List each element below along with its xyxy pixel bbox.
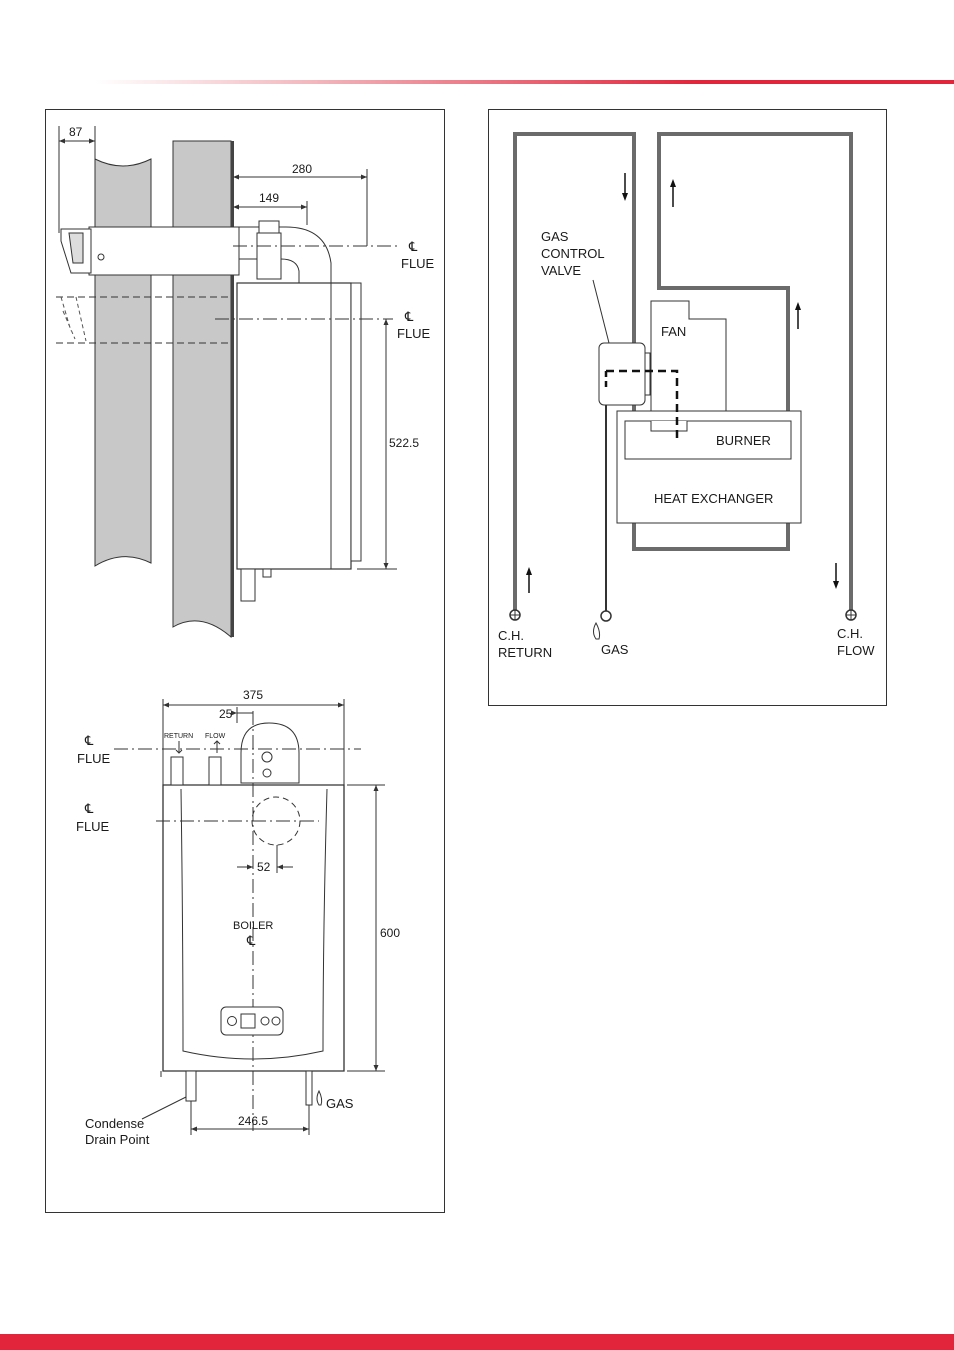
gas-flame-icon [594, 623, 600, 639]
wall-left [95, 159, 151, 566]
gcv-label-line2: CONTROL [541, 246, 605, 261]
arrow-down-icon [622, 173, 628, 201]
gas-flame-icon [317, 1091, 322, 1105]
fan-label: FAN [661, 324, 686, 339]
header-accent-rule [95, 80, 954, 84]
return-label: RETURN [164, 733, 193, 740]
dim-522-5: 522.5 [389, 436, 419, 450]
boiler-label: BOILER [233, 920, 273, 932]
flue-label-front-1: FLUE [77, 751, 111, 766]
gas-label-schematic: GAS [601, 642, 629, 657]
ch-flow-label-line2: FLOW [837, 643, 875, 658]
cl-symbol-boiler: ℄ [246, 933, 256, 948]
condense-label-line1: Condense [85, 1116, 144, 1131]
dim-52: 52 [257, 860, 271, 874]
dim-600: 600 [380, 926, 400, 940]
wall-right [173, 141, 231, 637]
footer-accent-band [0, 1334, 954, 1350]
dim-149: 149 [259, 191, 279, 205]
installation-drawing-panel: 87 280 149 522.5 ℄ FLUE ℄ FLUE [45, 109, 445, 1213]
flue-label-front-2: FLUE [76, 819, 110, 834]
gas-label-front: GAS [326, 1096, 354, 1111]
dim-25: 25 [219, 707, 233, 721]
flue-label-2: FLUE [397, 326, 431, 341]
flue-pipe [89, 227, 239, 275]
dim-375: 375 [243, 688, 263, 702]
cl-symbol-front-1: ℄ [84, 733, 94, 748]
dim-246-5: 246.5 [238, 1114, 268, 1128]
arrow-up-icon [670, 179, 676, 207]
heat-exchanger-label: HEAT EXCHANGER [654, 491, 773, 506]
cl-symbol-front-2: ℄ [84, 801, 94, 816]
flue-elbow [239, 227, 331, 283]
boiler-side [237, 283, 351, 569]
cl-symbol-1: ℄ [408, 239, 418, 254]
ch-flow-terminal [846, 610, 856, 620]
ch-return-label-line1: C.H. [498, 628, 524, 643]
flue-label-1: FLUE [401, 256, 435, 271]
cl-symbol-2: ℄ [404, 309, 414, 324]
ch-return-label-line2: RETURN [498, 645, 552, 660]
flow-label: FLOW [205, 733, 226, 740]
gcv-label-line1: GAS [541, 229, 569, 244]
burner-label: BURNER [716, 433, 771, 448]
installation-drawings: 87 280 149 522.5 ℄ FLUE ℄ FLUE [46, 110, 444, 1212]
arrow-up-icon [526, 567, 532, 593]
system-schematic-panel: FAN BURNER HEAT EXCHANGER GAS CONTROL VA… [488, 109, 887, 706]
gas-inlet [601, 611, 611, 621]
side-view: 87 280 149 522.5 ℄ FLUE ℄ FLUE [56, 125, 435, 637]
front-view: 375 25 52 600 246.5 RETURN FLOW ℄ FLUE ℄… [76, 688, 400, 1147]
dim-87: 87 [69, 125, 83, 139]
arrow-down-icon [833, 563, 839, 589]
gcv-label-line3: VALVE [541, 263, 581, 278]
ch-flow-label-line1: C.H. [837, 626, 863, 641]
ch-return-terminal [510, 610, 520, 620]
condense-label-line2: Drain Point [85, 1132, 150, 1147]
dim-280: 280 [292, 162, 312, 176]
system-schematic: FAN BURNER HEAT EXCHANGER GAS CONTROL VA… [489, 110, 886, 705]
arrow-up-icon [795, 302, 801, 329]
